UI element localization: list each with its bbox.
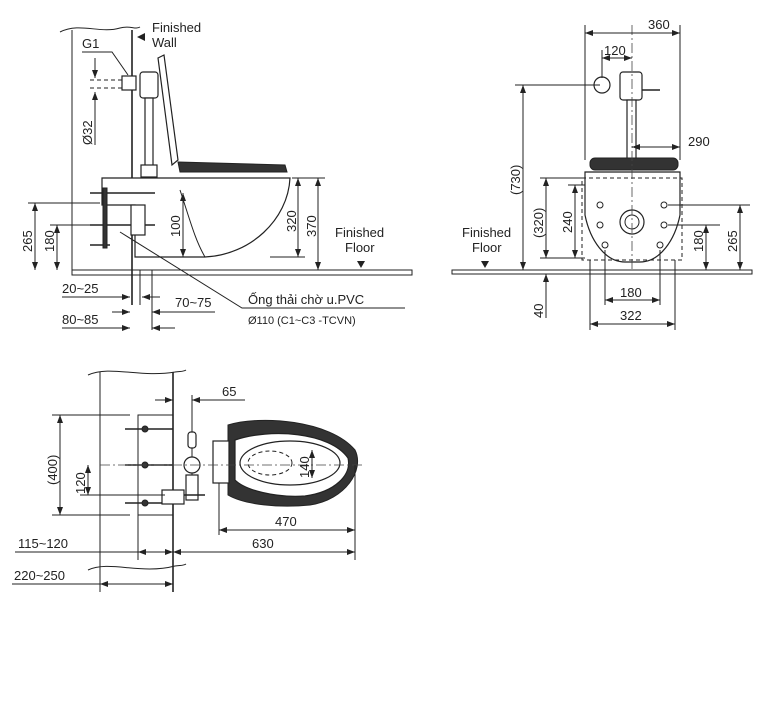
pipe-spec-label: Ø110 (C1~C3 -TCVN) xyxy=(248,315,356,327)
d32-label: Ø32 xyxy=(80,120,95,145)
pipe-note-label: Ống thải chờ u.PVC xyxy=(248,292,364,307)
flush-pipe xyxy=(144,97,154,169)
front-flush-valve xyxy=(619,71,643,101)
toilet-lid xyxy=(157,54,179,167)
front-floor-label-2: Floor xyxy=(472,240,502,255)
dim-320-front: (320) xyxy=(531,208,546,238)
finished-wall-label: Finished xyxy=(152,20,201,35)
wall-marker-icon xyxy=(137,33,145,41)
dim-115-120: 115~120 xyxy=(18,536,68,551)
flush-valve xyxy=(139,71,159,99)
top-bolts xyxy=(125,425,185,507)
finished-floor-line xyxy=(71,269,413,276)
dim-360: 360 xyxy=(648,17,670,32)
dim-265-front: 265 xyxy=(725,230,740,252)
dim-65: 65 xyxy=(222,384,236,399)
flush-valve-base xyxy=(140,164,158,178)
dim-140: 140 xyxy=(297,456,312,478)
dim-100: 100 xyxy=(168,215,183,237)
finished-floor-label: Finished xyxy=(335,225,384,240)
mounting-bolts xyxy=(90,187,155,249)
finished-wall-label-2: Wall xyxy=(152,35,177,50)
dim-630: 630 xyxy=(252,536,274,551)
dim-322: 322 xyxy=(620,308,642,323)
g1-label: G1 xyxy=(82,36,99,51)
dim-180: 180 xyxy=(42,230,57,252)
dim-180-front: 180 xyxy=(620,285,642,300)
seat-hinge xyxy=(212,440,230,484)
dim-40: 40 xyxy=(531,304,546,318)
dim-120: 120 xyxy=(604,43,626,58)
dim-80-85: 80~85 xyxy=(62,312,99,327)
dim-470: 470 xyxy=(275,514,297,529)
dim-20-25: 20~25 xyxy=(62,281,99,296)
top-view: 65 (400) 120 140 470 115~120 630 220~250 xyxy=(12,369,365,592)
dim-70-75: 70~75 xyxy=(175,295,212,310)
dim-320: 320 xyxy=(284,210,299,232)
front-view: Finished Floor 360 120 290 (730) (320) xyxy=(451,17,753,330)
dim-240: 240 xyxy=(560,211,575,233)
top-bowl-opening xyxy=(239,440,341,486)
dim-265: 265 xyxy=(20,230,35,252)
waste-pipe xyxy=(130,204,146,236)
dim-730: (730) xyxy=(508,165,523,195)
dim-400: (400) xyxy=(45,455,60,485)
dim-290: 290 xyxy=(688,134,710,149)
front-floor-line xyxy=(451,269,753,275)
dim-180-front-v: 180 xyxy=(691,230,706,252)
toilet-seat xyxy=(177,161,288,173)
finished-floor-label-2: Floor xyxy=(345,240,375,255)
front-seat xyxy=(589,157,679,171)
side-view: Finished Wall G1 Ø32 265 180 xyxy=(20,20,413,331)
toilet-bowl xyxy=(101,177,291,258)
wall-break-line xyxy=(59,26,141,33)
inlet-connector xyxy=(121,75,137,91)
dim-120-top: 120 xyxy=(73,472,88,494)
front-floor-label: Finished xyxy=(462,225,511,240)
dim-370: 370 xyxy=(304,215,319,237)
dim-220-250: 220~250 xyxy=(14,568,65,583)
